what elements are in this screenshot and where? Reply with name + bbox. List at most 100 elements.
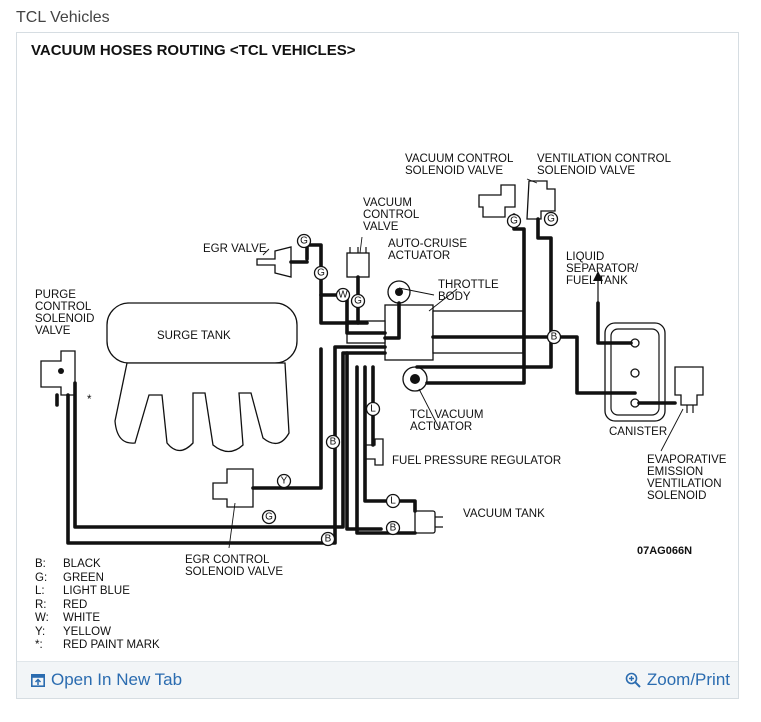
label-vcsv-line1: VACUUM CONTROL: [405, 153, 514, 165]
hose-white: [319, 293, 387, 335]
label-purge-line3: SOLENOID: [35, 313, 94, 325]
hose-tag-l-fpr: L: [365, 401, 381, 417]
hose-tag-g-egr-lower: G: [313, 265, 329, 281]
leader-evap-solenoid: [660, 408, 684, 452]
hose-tag-g-ventilation: G: [543, 211, 559, 227]
label-ventilation-line1: VENTILATION CONTROL: [537, 153, 672, 165]
hose-tag-g-lower-text: G: [265, 512, 273, 523]
label-ventilation-line2: SOLENOID VALVE: [537, 165, 635, 177]
leader-vacuum-control-valve: [359, 236, 363, 254]
legend: B: BLACK G: GREEN L: LIGHT BLUE R: RED W…: [35, 558, 160, 651]
hose-egr-valve: [305, 243, 369, 325]
hose-auto-cruise: [383, 301, 401, 340]
hose-tag-b-tank-text: B: [390, 523, 397, 534]
label-vcsv-line2: SOLENOID VALVE: [405, 165, 503, 177]
label-purge-line4: VALVE: [35, 325, 71, 337]
hose-tag-g-vcsv: G: [506, 213, 522, 229]
label-egr-control-line2: SOLENOID VALVE: [185, 566, 283, 578]
label-throttle-body-line1: THROTTLE: [438, 279, 499, 291]
hose-tag-y-text: Y: [281, 476, 288, 487]
legend-text: RED PAINT MARK: [63, 639, 160, 651]
page-header: TCL Vehicles: [16, 9, 110, 26]
label-vcv-line3: VALVE: [363, 221, 399, 233]
label-purge-line2: CONTROL: [35, 301, 92, 313]
hose-tag-g-egr: G: [296, 233, 312, 249]
throttle-body: [384, 304, 434, 361]
drawing-code: 07AG066N: [637, 545, 692, 557]
evap-ventilation-solenoid: [674, 366, 704, 406]
vacuum-hose-diagram: VACUUM HOSES ROUTING <TCL VEHICLES> SURG…: [31, 42, 727, 651]
label-evap-line3: VENTILATION: [647, 478, 722, 490]
label-tcl-actuator-line1: TCL VACUUM: [410, 409, 483, 421]
zoom-in-icon: [625, 672, 641, 688]
hose-tag-g-egr-lower-text: G: [317, 268, 325, 279]
label-liquid-separator-line1: LIQUID: [566, 251, 604, 263]
leader-throttle-body: [428, 288, 458, 312]
hose-tag-b-canister-text: B: [551, 332, 558, 343]
label-vacuum-tank: VACUUM TANK: [463, 508, 545, 520]
legend-code: Y:: [35, 626, 45, 638]
hose-tag-l-tank: L: [385, 493, 401, 509]
hose-tag-g-vcsv-text: G: [510, 216, 518, 227]
legend-text: LIGHT BLUE: [63, 585, 130, 597]
hose-tag-g-lower: G: [261, 509, 277, 525]
canister-inner: [610, 328, 660, 416]
legend-text: YELLOW: [63, 626, 111, 638]
zoom-print-link[interactable]: Zoom/Print: [625, 670, 730, 690]
hose-fuel-tank: [596, 301, 633, 345]
vacuum-control-solenoid-valve: [478, 184, 516, 218]
intake-runners: [114, 362, 290, 453]
label-vcv-line1: VACUUM: [363, 197, 412, 209]
hose-tag-w-text: W: [338, 290, 348, 301]
vacuum-tank-ports: [435, 516, 443, 528]
label-liquid-separator-line3: FUEL TANK: [566, 275, 628, 287]
hose-tag-g-ventilation-text: G: [547, 214, 555, 225]
leader-ventilation: [526, 178, 538, 184]
legend-code: W:: [35, 612, 49, 624]
throttle-body-inlet: [432, 310, 524, 354]
hose-tag-l-tank-text: L: [390, 496, 396, 507]
label-vcv-line2: CONTROL: [363, 209, 420, 221]
vacuum-control-valve: [346, 252, 370, 278]
legend-code: L:: [35, 585, 45, 597]
legend-text: BLACK: [63, 558, 101, 570]
legend-text: GREEN: [63, 572, 104, 584]
label-auto-cruise-line1: AUTO-CRUISE: [388, 238, 467, 250]
leader-egr-valve: [262, 248, 270, 256]
evap-solenoid-outlet: [686, 405, 694, 413]
label-tcl-actuator-line2: ACTUATOR: [410, 421, 472, 433]
vacuum-tank: [414, 510, 436, 534]
label-liquid-separator-line2: SEPARATOR/: [566, 263, 639, 275]
hose-tag-b-canister: B: [546, 329, 562, 345]
label-fuel-pressure-regulator: FUEL PRESSURE REGULATOR: [392, 455, 561, 467]
legend-code: R:: [35, 599, 47, 611]
hose-tag-b-upper: B: [325, 434, 341, 450]
label-evap-line4: SOLENOID: [647, 490, 706, 502]
label-egr-valve: EGR VALVE: [203, 243, 267, 255]
hose-tag-b-lower-text: B: [325, 534, 332, 545]
ventilation-control-solenoid-valve: [526, 180, 556, 220]
hose-tag-b-upper-text: B: [330, 437, 337, 448]
auto-cruise-actuator-hub: [395, 288, 403, 296]
leader-egr-control: [228, 502, 236, 549]
hose-throttle-to-canister: [431, 335, 637, 395]
hose-ventilation: [415, 217, 553, 369]
egr-valve: [256, 246, 292, 278]
label-auto-cruise-line2: ACTUATOR: [388, 250, 450, 262]
label-purge-line1: PURGE: [35, 289, 76, 301]
hose-tag-g-vcv-text: G: [354, 296, 362, 307]
zoom-print-label: Zoom/Print: [646, 670, 730, 689]
diagram-title: VACUUM HOSES ROUTING <TCL VEHICLES>: [31, 42, 356, 59]
hose-purge-green: [73, 351, 387, 529]
open-in-new-tab-link[interactable]: Open In New Tab: [31, 670, 182, 690]
vacuum-control-valve-ports: [349, 247, 367, 253]
red-paint-mark: *: [87, 394, 92, 406]
legend-code: *:: [35, 639, 43, 651]
figure-footer: Open In New Tab Zoom/Print: [17, 661, 738, 698]
figure-card: VACUUM HOSES ROUTING <TCL VEHICLES> SURG…: [16, 32, 739, 699]
open-in-new-tab-label: Open In New Tab: [51, 670, 183, 689]
egr-control-solenoid-valve: [212, 468, 254, 508]
hose-tag-g-egr-text: G: [300, 236, 308, 247]
hose-tag-w: W: [335, 287, 351, 303]
hose-purge-black: [66, 345, 387, 545]
